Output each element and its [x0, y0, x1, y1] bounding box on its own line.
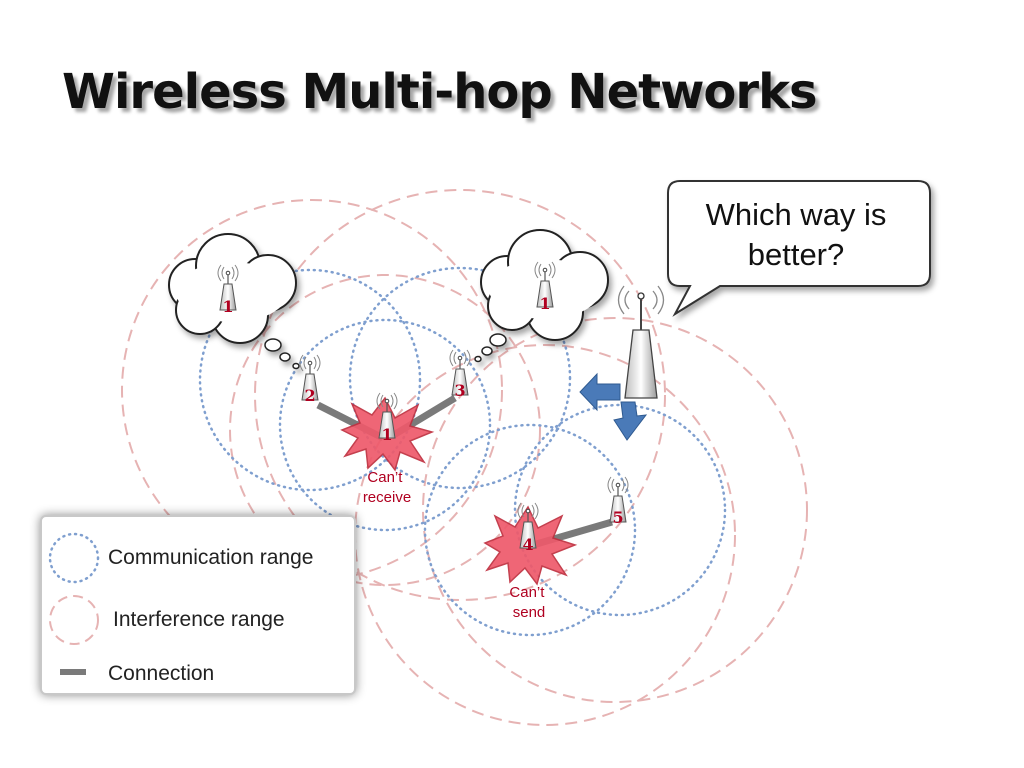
- comm-range-node-2: [198, 268, 422, 492]
- node-4: 4: [517, 502, 539, 554]
- node-2: 2: [299, 354, 321, 405]
- cant-receive-text: Can’t receive: [363, 469, 411, 506]
- legend-interference-swatch: [49, 595, 99, 645]
- comm-range-node-3: [348, 266, 572, 490]
- node-label-2: 2: [304, 386, 315, 405]
- cant-receive-line2: receive: [363, 489, 411, 506]
- node-label-1: 1: [381, 425, 392, 444]
- legend-connection-swatch: [60, 669, 86, 675]
- arrow-down: [613, 401, 648, 441]
- legend-communication-label: Communication range: [108, 546, 314, 569]
- cant-send-text: Can’t send: [509, 584, 548, 621]
- speech-bubble-line1: Which way is: [705, 197, 887, 232]
- speech-bubble: [667, 180, 931, 317]
- thought-antenna-right: 1: [534, 261, 556, 313]
- communication-ranges: [198, 266, 727, 637]
- node-1: 1: [376, 392, 398, 444]
- speech-bubble-line2: better?: [747, 237, 845, 272]
- thought-node-label-left: 1: [222, 297, 233, 316]
- comm-range-node-5: [513, 403, 727, 617]
- thought-node-label-right: 1: [539, 294, 550, 313]
- cant-send-line2: send: [513, 604, 546, 621]
- thought-antenna-left: 1: [217, 264, 239, 316]
- legend-communication-swatch: [48, 532, 100, 584]
- interference-range-node-3: [254, 189, 666, 601]
- comm-range-node-4: [423, 423, 637, 637]
- interference-range-node-5: [422, 317, 808, 703]
- source-tower: [617, 285, 665, 399]
- node-label-5: 5: [612, 508, 623, 527]
- cant-send-line1: Can’t: [509, 584, 545, 601]
- comm-range-node-1: [278, 318, 492, 532]
- node-label-3: 3: [454, 381, 465, 400]
- cant-receive-line1: Can’t: [367, 469, 403, 486]
- arrow-left: [579, 372, 621, 412]
- node-3: 3: [449, 349, 471, 400]
- speech-bubble-text: Which way is better?: [672, 195, 920, 275]
- legend-interference-label: Interference range: [113, 608, 285, 631]
- interference-range-node-1: [229, 274, 541, 586]
- node-label-4: 4: [522, 535, 533, 554]
- interference-range-node-2: [121, 199, 503, 581]
- legend: Communication range Interference range C…: [40, 515, 356, 695]
- legend-connection-label: Connection: [108, 662, 215, 685]
- node-5: 5: [607, 476, 629, 527]
- slide-title: Wireless Multi-hop Networks: [62, 64, 818, 120]
